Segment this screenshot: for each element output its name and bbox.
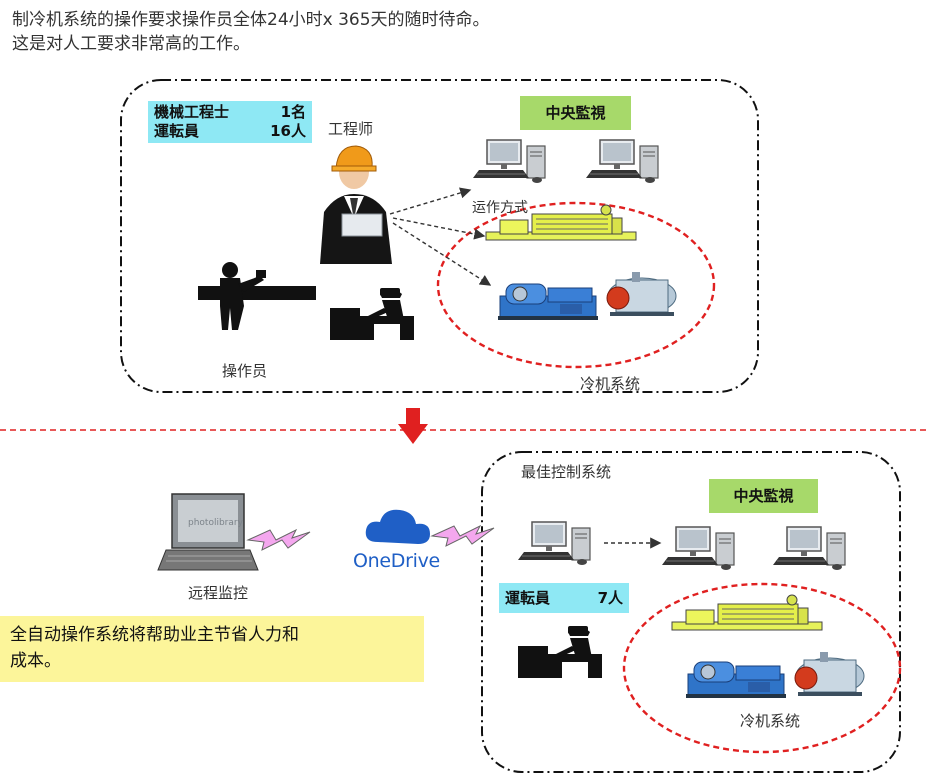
lightning-icon — [431, 525, 495, 547]
computer-icon — [772, 526, 846, 571]
intro-line-2: 这是对人工要求非常高的工作。 — [12, 34, 250, 54]
staff-role-operator: 運転員 — [154, 122, 200, 140]
desk-worker-icon — [518, 626, 602, 678]
generator-icon — [671, 594, 823, 631]
benefit-box: 全自动操作系统将帮助业主节省人力和 成本。 — [0, 616, 424, 682]
chiller-icon — [685, 661, 787, 699]
engineer-icon — [314, 145, 396, 264]
remote-monitor-label: 远程监控 — [188, 584, 249, 602]
top-chiller-label: 冷机系统 — [580, 375, 641, 393]
top-staff-box: 機械工程士 1名 運転員 16人 — [148, 101, 312, 143]
chiller-icon — [497, 283, 599, 321]
cloud-icon — [365, 509, 430, 544]
top-frame — [120, 79, 759, 393]
bottom-staff-box: 運転員 7人 — [499, 583, 629, 613]
intro-text: 制冷机系统的操作要求操作员全体24小时x 365天的随时待命。 这是对人工要求非… — [12, 8, 490, 56]
staff-role-engineer: 機械工程士 — [154, 103, 230, 121]
bottom-frame — [481, 451, 901, 773]
laptop-screen-text: photolibrary — [188, 518, 243, 528]
top-chiller-ellipse — [436, 201, 716, 369]
bottom-staff-count: 7人 — [597, 589, 623, 607]
engineer-label: 工程师 — [328, 120, 374, 138]
bottom-chiller-ellipse — [622, 582, 902, 754]
operator-label: 操作员 — [222, 362, 268, 380]
computer-icon — [661, 526, 735, 571]
operation-mode-label: 运作方式 — [472, 200, 528, 216]
bottom-chiller-label: 冷机系统 — [740, 712, 801, 730]
computer-icon — [585, 139, 659, 184]
intro-line-1: 制冷机系统的操作要求操作员全体24小时x 365天的随时待命。 — [12, 10, 490, 30]
staff-count-engineer: 1名 — [280, 103, 306, 121]
optimal-control-label: 最佳控制系统 — [521, 463, 612, 481]
top-arrows — [389, 187, 492, 286]
arrow-down-icon — [398, 408, 428, 444]
boiler-icon — [606, 271, 677, 317]
desk-worker-icon — [330, 288, 414, 340]
staff-count-operator: 16人 — [270, 122, 306, 140]
onedrive-label: OneDrive — [353, 550, 440, 572]
benefit-line-2: 成本。 — [10, 651, 61, 671]
operator-icon — [198, 262, 316, 330]
laptop-icon — [157, 493, 259, 571]
boiler-icon — [794, 651, 865, 697]
lightning-icon — [247, 529, 311, 551]
bottom-staff-role: 運転員 — [505, 589, 551, 607]
computer-icon — [517, 521, 591, 566]
bottom-central-monitor-label: 中央監視 — [709, 479, 818, 513]
benefit-line-1: 全自动操作系统将帮助业主节省人力和 — [10, 625, 299, 645]
top-central-monitor-label: 中央監視 — [520, 96, 631, 130]
computer-icon — [472, 139, 546, 184]
